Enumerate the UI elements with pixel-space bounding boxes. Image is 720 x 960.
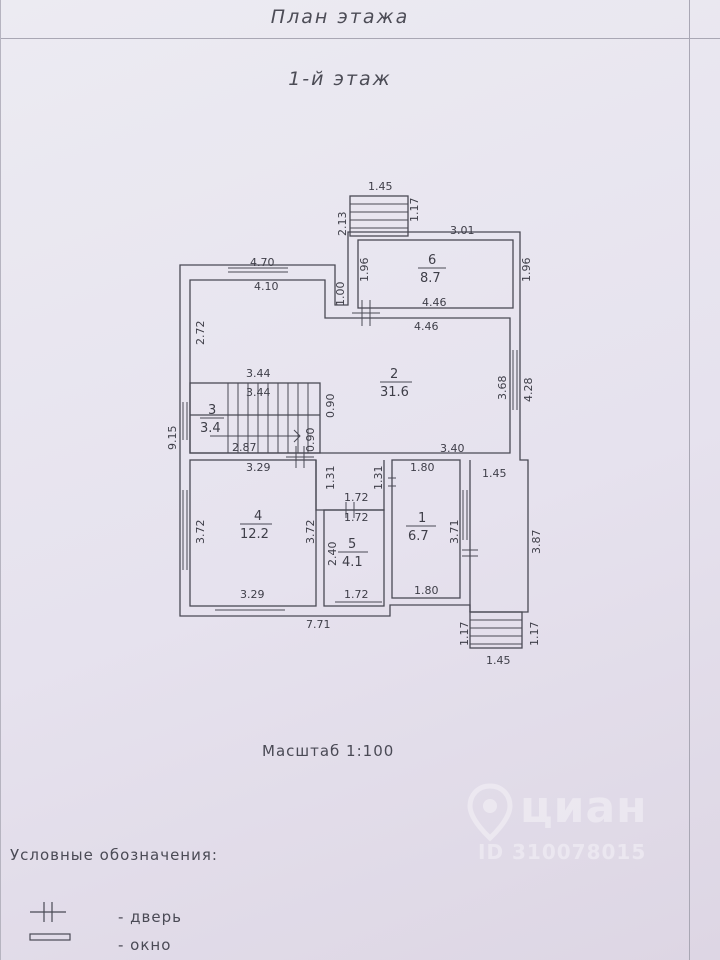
dim-hall-1-31-a: 1.31 xyxy=(324,466,337,491)
plan-title: План этажа xyxy=(270,6,410,28)
dim-r1-top: 1.80 xyxy=(410,461,435,474)
dim-stair-090-b: 0.90 xyxy=(304,428,317,453)
dim-step-1-00: 1.00 xyxy=(334,282,347,307)
dim-porch-bottom-left: 1.17 xyxy=(458,622,471,647)
legend-door-label: - дверь xyxy=(118,908,182,926)
dim-r2-right-outer: 4.28 xyxy=(522,378,535,403)
legend-door-symbol xyxy=(30,902,66,922)
room-2-number: 2 xyxy=(390,367,398,382)
room-1-outline xyxy=(391,459,461,599)
porch-top-outline xyxy=(349,195,409,237)
dim-porch-bottom-right: 1.17 xyxy=(528,622,541,647)
legend-window-label: - окно xyxy=(118,936,172,954)
dim-r4-right: 3.72 xyxy=(304,520,317,545)
dim-r2-right-inner: 3.68 xyxy=(496,376,509,401)
room-6-outline xyxy=(357,239,514,309)
dim-porch-top-width: 1.45 xyxy=(368,180,393,193)
dim-r2-bottom: 3.40 xyxy=(440,442,465,455)
scale-label: Масштаб 1:100 xyxy=(262,742,395,760)
dim-porch-top-left: 2.13 xyxy=(336,212,349,237)
room-1-area: 6.7 xyxy=(408,529,429,544)
legend-title: Условные обозначения: xyxy=(10,846,218,864)
outer-wall-outline xyxy=(179,231,529,617)
dim-r5-top-inner: 1.72 xyxy=(344,511,369,524)
room-5-number: 5 xyxy=(348,537,356,552)
room-4-area: 12.2 xyxy=(240,527,269,542)
dim-porch-bottom-width: 1.45 xyxy=(486,654,511,667)
room-4-number: 4 xyxy=(254,509,262,524)
dim-r6-left: 1.96 xyxy=(358,258,371,283)
dim-r4-bottom: 3.29 xyxy=(240,588,265,601)
dim-top-left-inner: 4.10 xyxy=(254,280,279,293)
dim-stair-top-outer: 3.44 xyxy=(246,367,271,380)
dim-top-left-outer: 4.70 xyxy=(250,256,275,269)
dim-left-2-72: 2.72 xyxy=(194,321,207,346)
dim-stair-bottom: 2.87 xyxy=(232,441,257,454)
dim-r6-top: 3.01 xyxy=(450,224,475,237)
dim-porch-bottom-right-total: 3.87 xyxy=(530,530,543,555)
dim-r5-left: 2.40 xyxy=(326,542,339,567)
room-3-number: 3 xyxy=(208,403,216,418)
dim-r1-right: 3.71 xyxy=(448,520,461,545)
porch-bottom-outline xyxy=(469,611,523,649)
dim-porch-bottom-top: 1.45 xyxy=(482,467,507,480)
room-1-number: 1 xyxy=(418,511,426,526)
room-6-number: 6 xyxy=(428,253,436,268)
dim-r6-right: 1.96 xyxy=(520,258,533,283)
dim-r4-top: 3.29 xyxy=(246,461,271,474)
dim-r5-top-outer: 1.72 xyxy=(344,491,369,504)
dim-r4-left: 3.72 xyxy=(194,520,207,545)
room-5-area: 4.1 xyxy=(342,555,363,570)
room-2-area: 31.6 xyxy=(380,385,409,400)
dim-r6-bottom: 4.46 xyxy=(422,296,447,309)
room-6-area: 8.7 xyxy=(420,271,441,286)
dim-hall-1-31-b: 1.31 xyxy=(372,466,385,491)
dim-porch-top-right: 1.17 xyxy=(408,198,421,223)
legend-window-symbol xyxy=(29,933,71,941)
dim-stair-090-a: 0.90 xyxy=(324,394,337,419)
sheet-frame-left-line xyxy=(0,0,1,960)
room-3-area: 3.4 xyxy=(200,421,221,436)
sheet-frame-right-line xyxy=(689,0,690,960)
dim-stair-top-inner: 3.44 xyxy=(246,386,271,399)
dim-left-total: 9.15 xyxy=(166,426,179,451)
floor-title: 1-й этаж xyxy=(288,68,392,90)
dim-bottom-total: 7.71 xyxy=(306,618,331,631)
dim-r1-bottom: 1.80 xyxy=(414,584,439,597)
sheet-frame-top-line xyxy=(0,38,720,39)
stairs-outline xyxy=(189,382,321,454)
dim-r5-bottom: 1.72 xyxy=(344,588,369,601)
dim-r2-top-inner: 4.46 xyxy=(414,320,439,333)
